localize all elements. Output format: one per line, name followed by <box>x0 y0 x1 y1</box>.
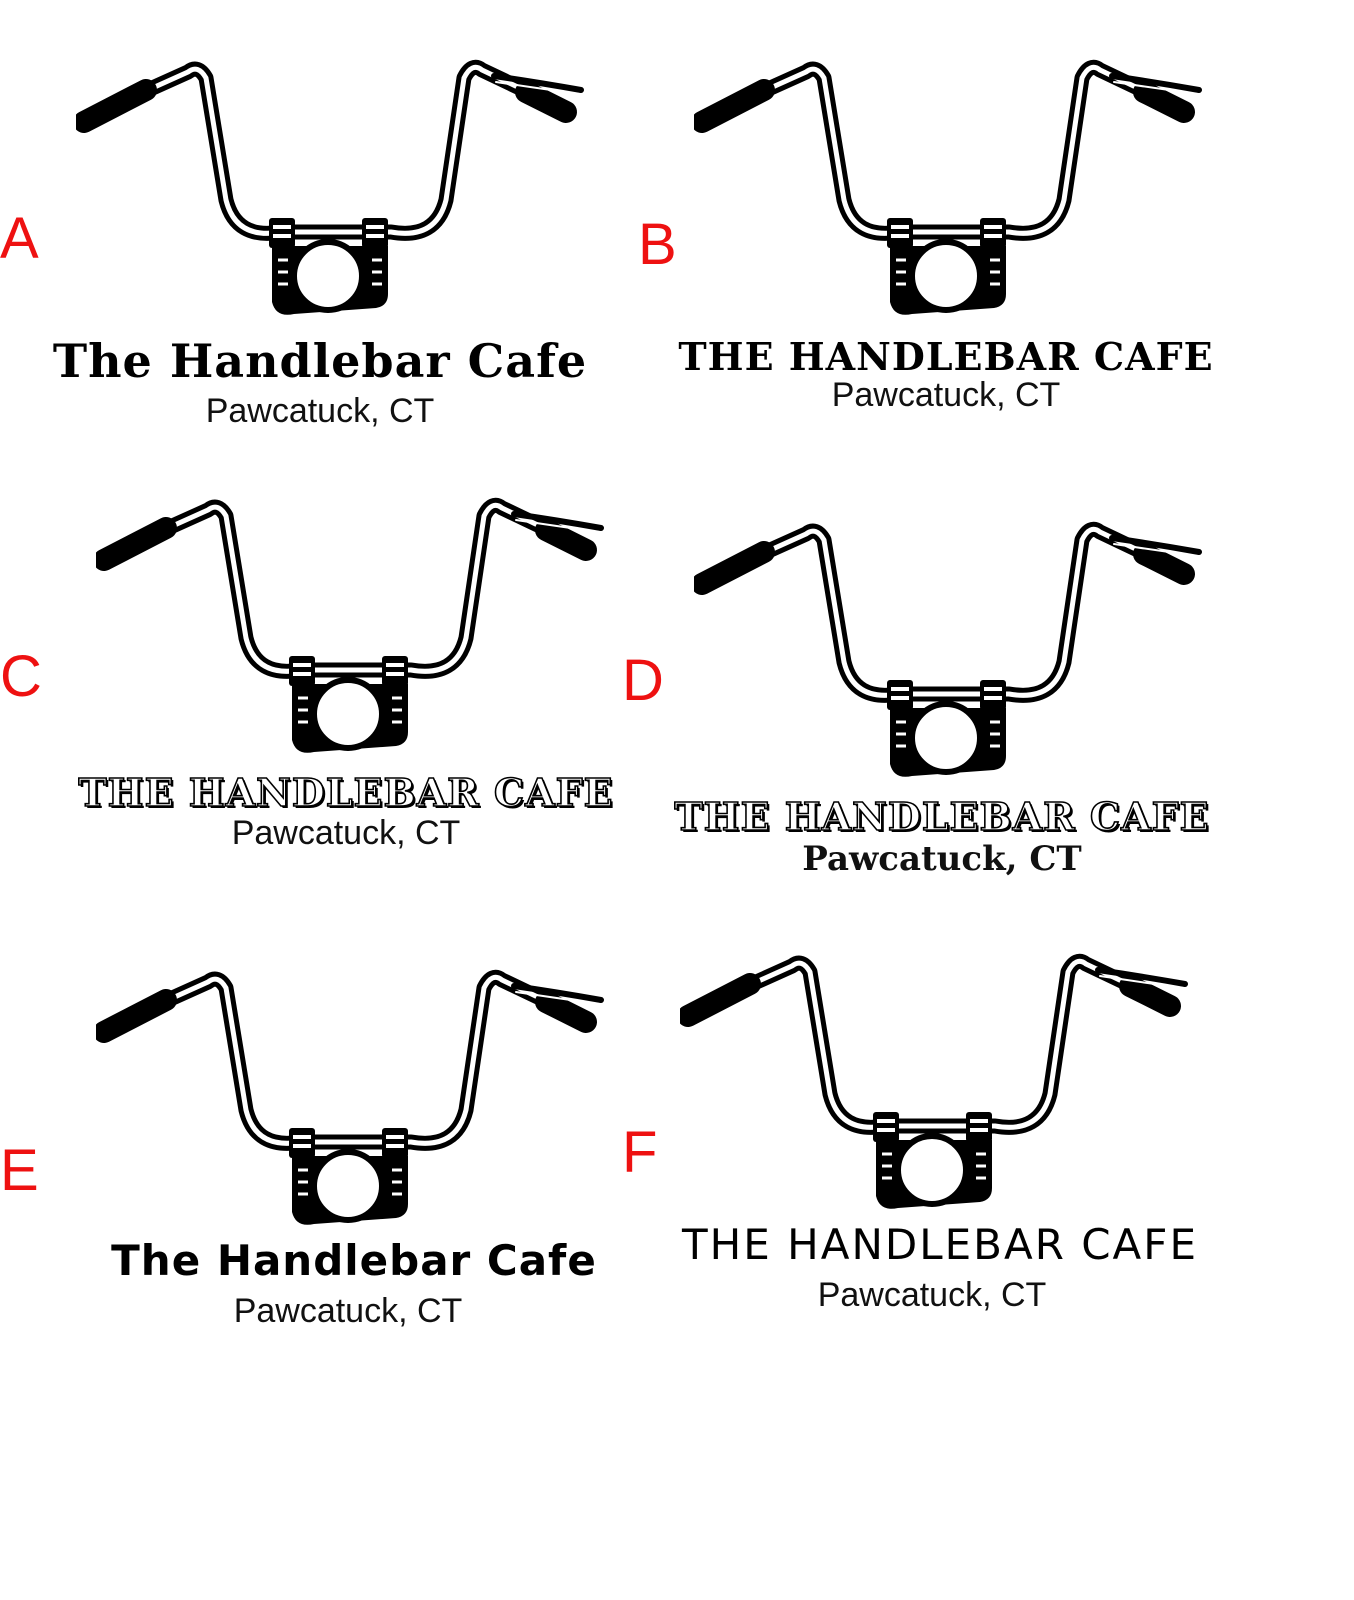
option-d: D THE HANDLEBAR CAFE Pawcatuck, CT <box>622 512 1276 932</box>
cafe-location: Pawcatuck, CT <box>205 392 435 430</box>
option-letter: C <box>0 644 42 709</box>
cafe-location: Pawcatuck, CT <box>817 1276 1047 1314</box>
cafe-location: Pawcatuck, CT <box>233 1292 463 1330</box>
option-letter: E <box>0 1138 39 1203</box>
cafe-location: Pawcatuck, CT <box>231 814 461 852</box>
handlebar-icon <box>680 944 1200 1214</box>
option-b: B THE HANDLEBAR CAFE Pawcatuck, CT <box>636 50 1276 470</box>
option-letter: B <box>638 212 677 277</box>
handlebar-icon <box>96 488 616 758</box>
option-e: E The Handlebar Cafe Pawcatuck, CT <box>0 960 640 1380</box>
option-letter: F <box>622 1120 658 1185</box>
option-letter: A <box>0 206 39 271</box>
handlebar-icon <box>694 50 1214 320</box>
cafe-location: Pawcatuck, CT <box>802 839 1082 879</box>
handlebar-icon <box>694 512 1214 782</box>
handlebar-icon <box>76 50 596 320</box>
option-c: C THE HANDLEBAR CAFE Pawcatuck, CT <box>0 488 640 908</box>
cafe-title: The Handlebar Cafe <box>111 1236 597 1285</box>
cafe-location: Pawcatuck, CT <box>831 376 1061 414</box>
option-f: F THE HANDLEBAR CAFE Pawcatuck, CT <box>622 944 1276 1364</box>
cafe-title: THE HANDLEBAR CAFE <box>674 794 1210 839</box>
option-a: A The Handlebar Cafe Pawcatuck, CT <box>0 50 640 470</box>
cafe-title: THE HANDLEBAR CAFE <box>682 1220 1198 1269</box>
cafe-title: The Handlebar Cafe <box>52 334 588 388</box>
cafe-title: THE HANDLEBAR CAFE <box>678 334 1214 379</box>
option-letter: D <box>622 648 664 713</box>
handlebar-icon <box>96 960 616 1230</box>
cafe-title: THE HANDLEBAR CAFE <box>78 770 614 815</box>
